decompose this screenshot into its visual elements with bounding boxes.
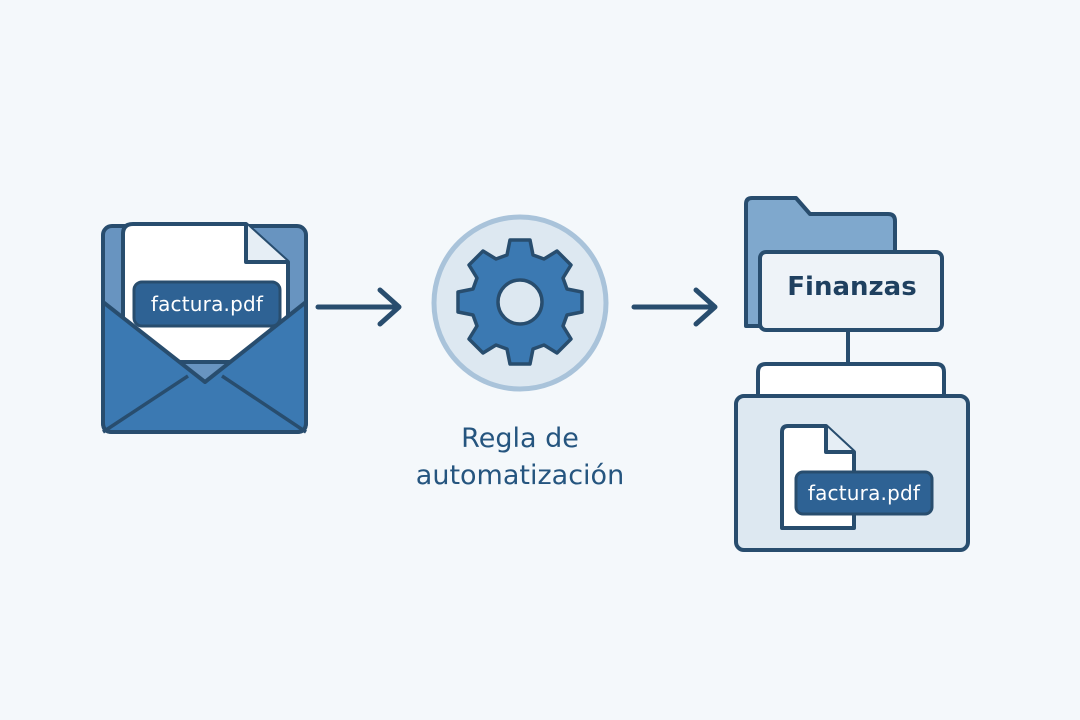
arrow-right-icon: [315, 287, 402, 327]
email-attachment-label: factura.pdf: [150, 292, 264, 316]
arrow-right-icon: [631, 287, 718, 327]
folder-icon: [734, 362, 970, 552]
folder-label: Finanzas: [787, 272, 917, 302]
folder-icon: [744, 196, 944, 332]
gear-icon: [431, 214, 609, 392]
envelope-icon: [101, 222, 308, 434]
rule-caption-line1: Regla de: [461, 423, 579, 454]
destination-file-label: factura.pdf: [807, 481, 921, 505]
rule-caption-line2: automatización: [415, 460, 625, 491]
rule-caption: Regla de automatización: [360, 420, 680, 494]
